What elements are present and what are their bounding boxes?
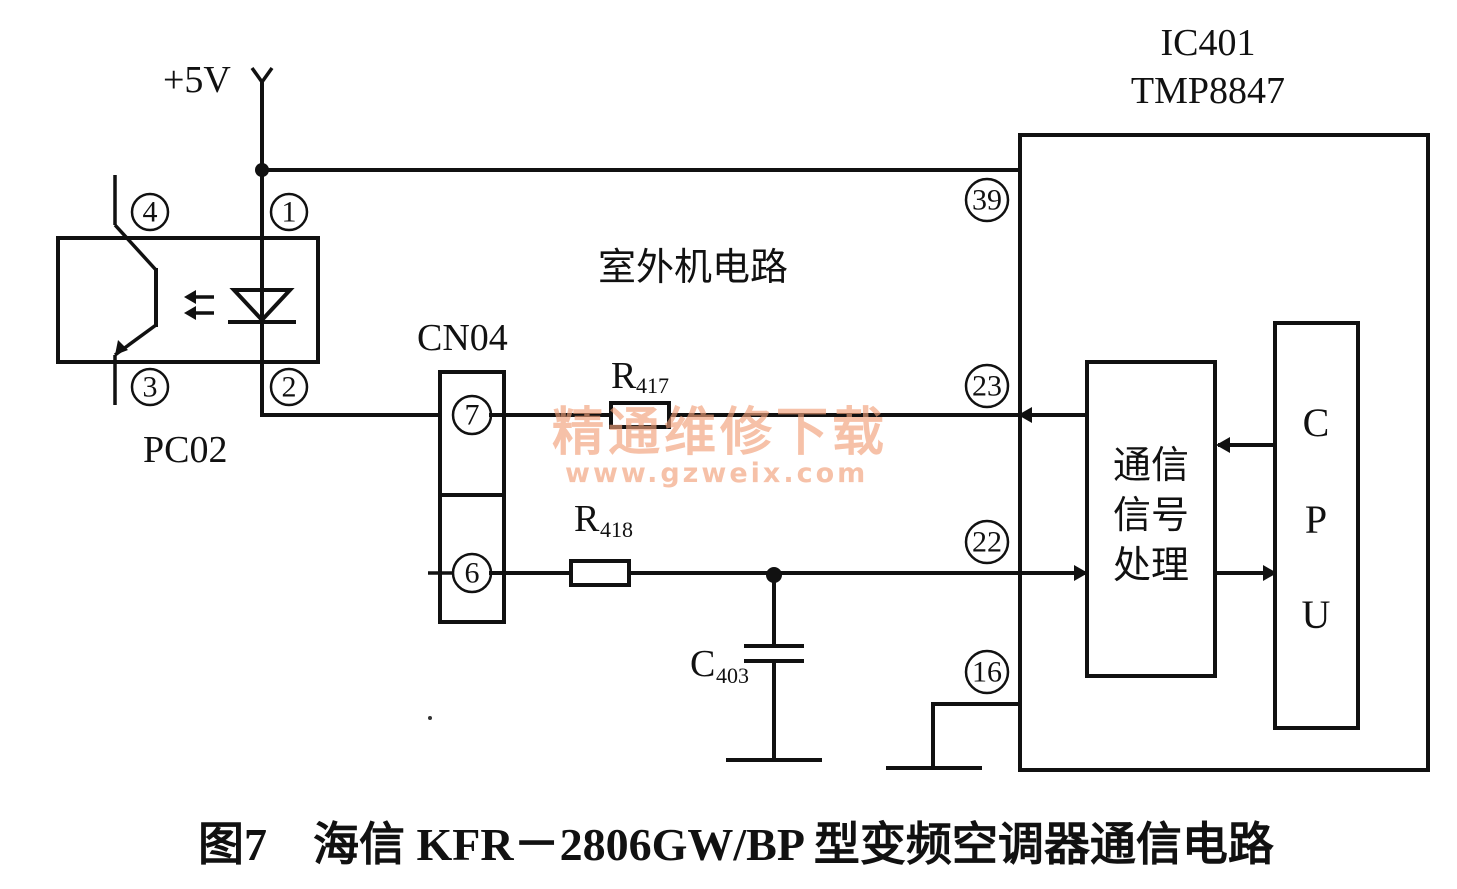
r418-letter: R (574, 498, 600, 540)
connector-pin-6: 6 (465, 557, 480, 590)
pin-circle (130, 192, 170, 232)
connector-ref: CN04 (417, 317, 508, 359)
opto-pin-2: 2 (282, 371, 297, 404)
signal-block-line3: 处理 (1113, 543, 1189, 587)
opto-pin-3: 3 (143, 371, 158, 404)
watermark-url: www.gzweix.com (565, 458, 868, 489)
cpu-letter-p: P (1305, 497, 1327, 542)
pin-circle (269, 192, 309, 232)
ground-pin16 (886, 702, 1022, 770)
r418-sub: 418 (600, 517, 633, 542)
signal-processing-block: 通信 信号 处理 (1085, 360, 1217, 678)
arrow-icon (1018, 407, 1032, 423)
pin-circle (130, 367, 170, 407)
signal-block-line2: 信号 (1113, 493, 1189, 537)
ic-pin-39: 39 (972, 184, 1002, 217)
block-arrows (1213, 437, 1277, 581)
ic-part: TMP8847 (1131, 70, 1285, 112)
speck (428, 716, 432, 720)
optocoupler-pc02: 4 3 1 2 PC02 (56, 175, 442, 471)
arrow-icon (1216, 437, 1230, 453)
supply-label: +5V (163, 59, 231, 101)
r417-letter: R (611, 355, 637, 397)
signal-block-line1: 通信 (1113, 443, 1189, 487)
opto-pin-4: 4 (143, 196, 158, 229)
cpu-block: C P U (1273, 321, 1360, 730)
ic-ref: IC401 (1161, 22, 1256, 64)
pin-circle (964, 177, 1010, 223)
cpu-letter-c: C (1303, 400, 1330, 445)
ic-pin-16: 16 (972, 656, 1002, 689)
opto-pin-1: 1 (282, 196, 297, 229)
ic-pin-23: 23 (972, 370, 1002, 403)
c403-sub: 403 (716, 663, 749, 688)
pin-circle (964, 519, 1010, 565)
supply-5v: +5V (163, 59, 1022, 240)
ic401: IC401 TMP8847 (1018, 22, 1430, 772)
r417-sub: 417 (636, 373, 669, 398)
connector-cn04: CN04 7 6 (417, 317, 508, 624)
ic-pin-22: 22 (972, 526, 1002, 559)
pin-circle (964, 649, 1010, 695)
watermark: 精通维修下载 www.gzweix.com (552, 403, 888, 489)
phototransistor-icon (113, 175, 158, 405)
signal-line-23: R 417 (489, 355, 1087, 429)
opto-ref: PC02 (143, 429, 227, 471)
pin-circle (269, 367, 309, 407)
ic-pin-labels: 39 23 22 16 (964, 177, 1010, 695)
cpu-letter-u: U (1302, 592, 1331, 637)
led-diode-icon (229, 288, 295, 323)
pin-circle (964, 363, 1010, 409)
figure-caption: 图7 海信 KFR－2806GW/BP 型变频空调器通信电路 (198, 819, 1275, 870)
light-arrows-icon (184, 290, 214, 320)
arrow-icon (1074, 565, 1088, 581)
arrow-icon (1263, 565, 1277, 581)
resistor-r418-icon (569, 559, 631, 587)
c403-letter: C (690, 643, 715, 685)
capacitor-c403: C 403 (690, 573, 822, 762)
watermark-text: 精通维修下载 (552, 403, 888, 463)
signal-line-22: R 418 (489, 498, 1088, 587)
connector-pin-7: 7 (465, 399, 480, 432)
region-label: 室外机电路 (598, 245, 788, 289)
